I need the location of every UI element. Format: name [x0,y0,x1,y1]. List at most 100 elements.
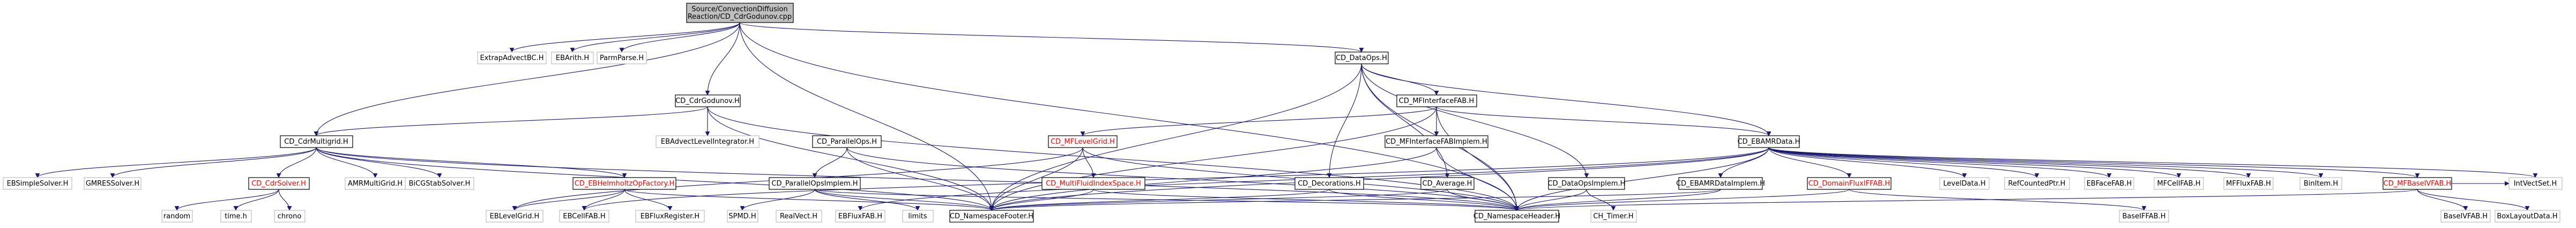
node-root[interactable]: Source/ConvectionDiffusionReaction/CD_Cd… [686,3,794,23]
node-label: EBAdvectLevelIntegrator.H [661,138,754,146]
node-average[interactable]: CD_Average.H [1420,177,1475,190]
node-parallelops[interactable]: CD_ParallelOps.H [812,135,882,148]
node-label: CD_ParallelOps.H [817,138,877,146]
node-parmparse: ParmParse.H [597,52,647,64]
edge-cdrmultigrid-to-bicgstab [316,147,442,178]
edge-cdrsolver-to-chrono [278,189,292,211]
node-label: EBSimpleSolver.H [7,180,69,188]
edge-multifluid-to-nsheader [1093,189,1520,211]
edge-cdrmultigrid-to-ebhelmholtz [316,147,627,178]
node-amrmultigrid: AMRMultiGrid.H [345,177,406,190]
edge-cdrgodunov-to-nsfooter [707,106,994,211]
node-box [1294,177,1364,190]
node-label: time.h [225,212,247,220]
node-decorations[interactable]: CD_Decorations.H [1294,177,1364,190]
node-box [161,210,193,223]
node-label: CD_MFLevelGrid.H [1051,138,1115,146]
node-box [2508,177,2563,190]
edge-ebhelmholtz-to-ebfluxreg [624,189,673,211]
node-label: CD_Decorations.H [1298,180,1361,188]
edge-ebamrdataimpl-to-nsfooter [989,189,1721,211]
node-box [776,210,822,223]
node-multifluid[interactable]: CD_MultiFluidIndexSpace.H [1041,177,1145,190]
edge-cdrgodunov-to-cdrmultigrid [314,106,708,136]
edge-decorations-to-nsfooter [989,189,1330,211]
edge-ebamrdata-to-nsheader [1514,147,1769,211]
node-ebadvect: EBAdvectLevelIntegrator.H [656,135,760,148]
node-label: CD_DataOpsImplem.H [1548,180,1626,188]
node-label: CD_Average.H [1423,180,1472,188]
node-label: CD_DomainFluxIFFAB.H [1808,180,1890,188]
node-nsheader[interactable]: CD_NamespaceHeader.H [1473,210,1560,223]
node-ebamrdataimpl[interactable]: CD_EBAMRDataImplem.H [1676,177,1765,190]
node-box [686,3,794,23]
edge-cdrgodunov-to-nsheader [707,106,1520,211]
node-label: ExtrapAdvectBC.H [480,54,544,62]
node-box [1807,177,1892,190]
node-label: BaseIFFAB.H [2123,212,2166,220]
node-label: GMRESSolver.H [86,180,139,188]
node-box [1939,177,1990,190]
node-box [675,94,741,107]
node-box [812,135,882,148]
node-box [1041,177,1145,190]
edge-parallelimpl-to-limits [814,189,920,211]
edge-mfinterfaceimpl-to-nsfooter [989,147,1437,211]
node-label: BinItem.H [2304,180,2338,188]
node-box [486,210,544,223]
edge-ebamrdata-to-ebfacefab [1768,147,2112,178]
node-spmd: SPMD.H [727,210,758,223]
node-mffluxfab: MFFluxFAB.H [2223,177,2274,190]
node-ebcellfab: EBCellFAB.H [559,210,609,223]
node-ebhelmholtz[interactable]: CD_EBHelmholtzOpFactory.H [572,177,676,190]
node-mfinterfaceimpl[interactable]: CD_MFInterfaceFABImplem.H [1384,135,1488,148]
node-box [477,52,547,64]
node-dataops[interactable]: CD_DataOps.H [1335,52,1389,64]
node-label: Source/ConvectionDiffusion [691,5,787,13]
node-box [656,135,760,148]
node-nsfooter[interactable]: CD_NamespaceFooter.H [949,210,1034,223]
node-mflevelgrid[interactable]: CD_MFLevelGrid.H [1048,135,1118,148]
node-box [1590,210,1637,223]
node-mfinterface[interactable]: CD_MFInterfaceFAB.H [1396,94,1477,107]
node-cdrmultigrid[interactable]: CD_CdrMultigrid.H [280,135,353,148]
node-label: limits [908,212,927,220]
node-binitem: BinItem.H [2299,177,2342,190]
edge-ebamrdata-to-mffluxfab [1768,147,2251,178]
edge-mfinterfaceimpl-to-nsheader [1436,147,1520,211]
edge-dataopsimpl-to-chtimer [1586,189,1616,211]
node-parallelimpl[interactable]: CD_ParallelOpsImplem.H [769,177,861,190]
node-box [769,177,861,190]
node-cdrgodunov[interactable]: CD_CdrGodunov.H [675,94,741,107]
node-ebarith: EBArith.H [551,52,594,64]
node-label: IntVectSet.H [2514,180,2557,188]
node-label: CH_Timer.H [1593,212,1633,220]
node-ebfacefab: EBFaceFAB.H [2084,177,2134,190]
node-boxlayout: BoxLayoutData.H [2495,210,2560,223]
node-cdrsolver[interactable]: CD_CdrSolver.H [248,177,310,190]
node-box [902,210,934,223]
node-label: CD_CdrMultigrid.H [284,138,348,146]
node-label: EBFluxRegister.H [641,212,699,220]
node-domainfluid[interactable]: CD_DomainFluxIFFAB.H [1807,177,1892,190]
edge-cdrsolver-to-timeh [233,189,279,211]
edge-root-to-ebarith [570,22,740,53]
node-mfbasevfab[interactable]: CD_MFBaseIVFAB.H [2383,177,2452,190]
edge-parallelops-to-nsfooter [846,147,994,211]
edge-ebamrdata-to-binitem [1768,147,2324,178]
node-dataopsimpl[interactable]: CD_DataOpsImplem.H [1548,177,1626,190]
node-ebamrdata[interactable]: CD_EBAMRData.H [1738,135,1800,148]
edge-multifluid-to-nsfooter [989,189,1094,211]
node-box [2383,177,2452,190]
node-label: CD_NamespaceHeader.H [1473,212,1560,220]
edge-domainfluid-to-nsheader [1514,189,1850,211]
node-box [635,210,705,223]
node-ebfluxfab: EBFluxFAB.H [835,210,885,223]
node-refcounted: RefCountedPtr.H [2004,177,2070,190]
node-label: BaseIVFAB.H [2444,212,2488,220]
edge-ebamrdata-to-domainfluid [1768,147,1852,178]
node-mfcellfab: MFCellFAB.H [2154,177,2204,190]
node-box [2495,210,2560,223]
node-box [280,135,353,148]
node-label: CD_MFInterfaceFAB.H [1399,97,1475,105]
